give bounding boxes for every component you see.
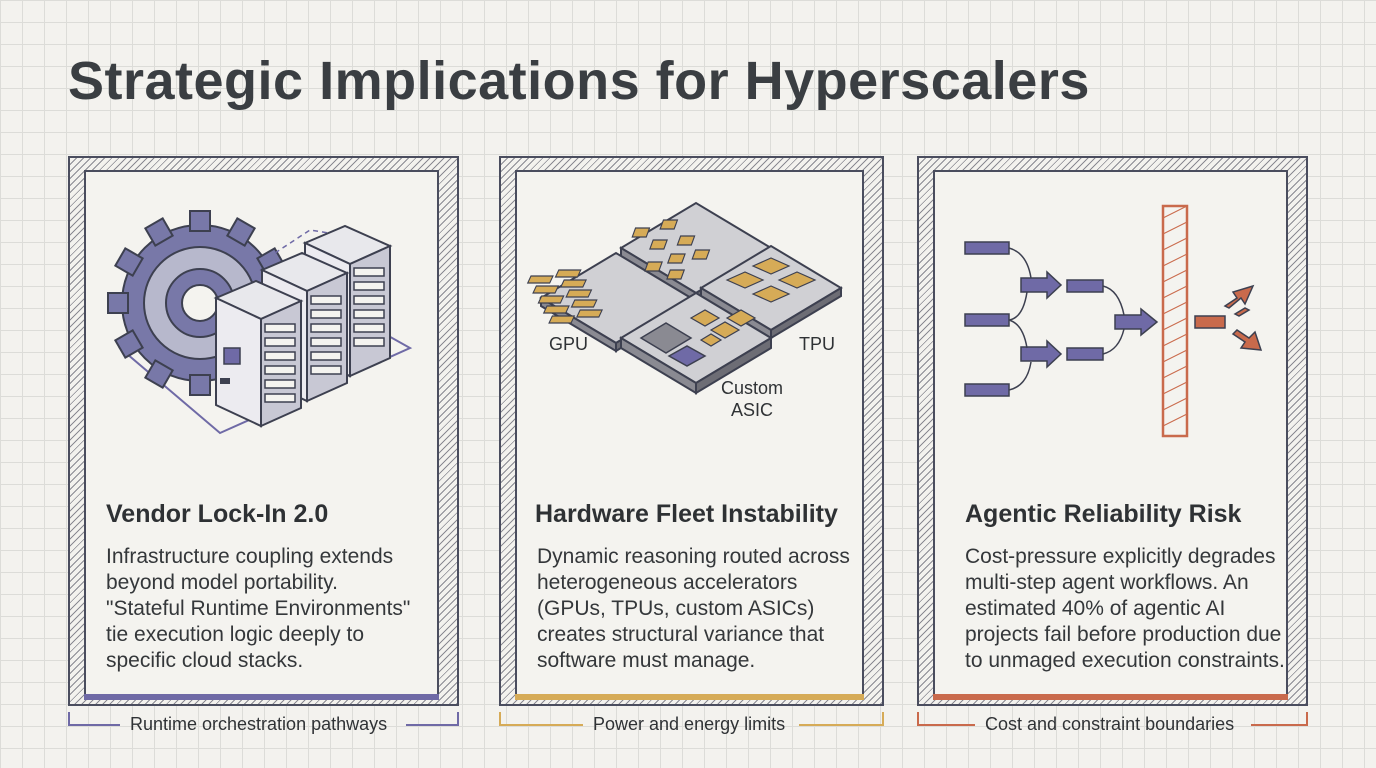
card-title: Vendor Lock-In 2.0	[106, 500, 329, 528]
footer-label: Power and energy limits	[593, 714, 786, 734]
body-line: heterogeneous accelerators	[537, 571, 798, 594]
body-line: beyond model portability.	[106, 571, 338, 594]
card-vendor-lock-in: Vendor Lock-In 2.0 Infrastructure coupli…	[68, 156, 459, 706]
body-line: (GPUs, TPUs, custom ASICs)	[537, 597, 815, 620]
footer-label: Runtime orchestration pathways	[130, 714, 388, 734]
body-line: "Stateful Runtime Environments"	[106, 597, 411, 620]
footer-runtime: Runtime orchestration pathways	[68, 712, 459, 738]
card-title: Agentic Reliability Risk	[965, 500, 1242, 528]
body-line: tie execution logic deeply to	[106, 623, 364, 646]
footer-line	[406, 724, 459, 726]
accelerator-chips-icon: GPU TPU Custom ASIC	[526, 201, 843, 420]
card-title: Hardware Fleet Instability	[535, 500, 838, 528]
card-body: Infrastructure coupling extends beyond m…	[106, 544, 410, 674]
card-hardware-fleet: GPU TPU Custom ASIC Hardware Fleet Insta…	[499, 156, 884, 706]
accent-bar	[933, 694, 1288, 700]
body-line: to unmaged execution constraints.	[965, 649, 1285, 672]
footer-line	[799, 724, 884, 726]
card-body: Cost-pressure explicitly degrades multi-…	[965, 544, 1285, 674]
footer-tick	[917, 712, 919, 726]
body-line: projects fail before production due	[965, 623, 1282, 646]
footer-label: Cost and constraint boundaries	[985, 714, 1235, 734]
body-line: Cost-pressure explicitly degrades	[965, 545, 1276, 568]
footer-line	[499, 724, 583, 726]
gear-server-rack-icon	[107, 210, 413, 435]
footer-tick	[882, 712, 884, 726]
card-body: Dynamic reasoning routed across heteroge…	[537, 544, 850, 674]
card-agentic-reliability: Agentic Reliability Risk Cost-pressure e…	[917, 156, 1308, 706]
accent-bar	[515, 694, 864, 700]
body-line: estimated 40% of agentic AI	[965, 597, 1226, 620]
page-title: Strategic Implications for Hyperscalers	[68, 51, 1090, 111]
footer-power: Power and energy limits	[499, 712, 884, 738]
footer-tick	[499, 712, 501, 726]
footer-line	[917, 724, 975, 726]
asic-label-line1: Custom	[721, 378, 783, 398]
body-line: Dynamic reasoning routed across	[537, 545, 850, 568]
body-line: multi-step agent workflows. An	[965, 571, 1249, 594]
body-line: creates structural variance that	[537, 623, 825, 646]
footer-tick	[68, 712, 70, 726]
tpu-label: TPU	[799, 334, 835, 354]
footer-line	[1251, 724, 1308, 726]
footer-tick	[457, 712, 459, 726]
gpu-label: GPU	[549, 334, 588, 354]
body-line: specific cloud stacks.	[106, 649, 304, 672]
footer-line	[68, 724, 120, 726]
footer-tick	[1306, 712, 1308, 726]
workflow-barrier-icon	[964, 204, 1263, 438]
footer-cost: Cost and constraint boundaries	[917, 712, 1308, 738]
asic-label-line2: ASIC	[731, 400, 773, 420]
body-line: software must manage.	[537, 649, 756, 672]
body-line: Infrastructure coupling extends	[106, 545, 394, 568]
accent-bar	[84, 694, 439, 700]
